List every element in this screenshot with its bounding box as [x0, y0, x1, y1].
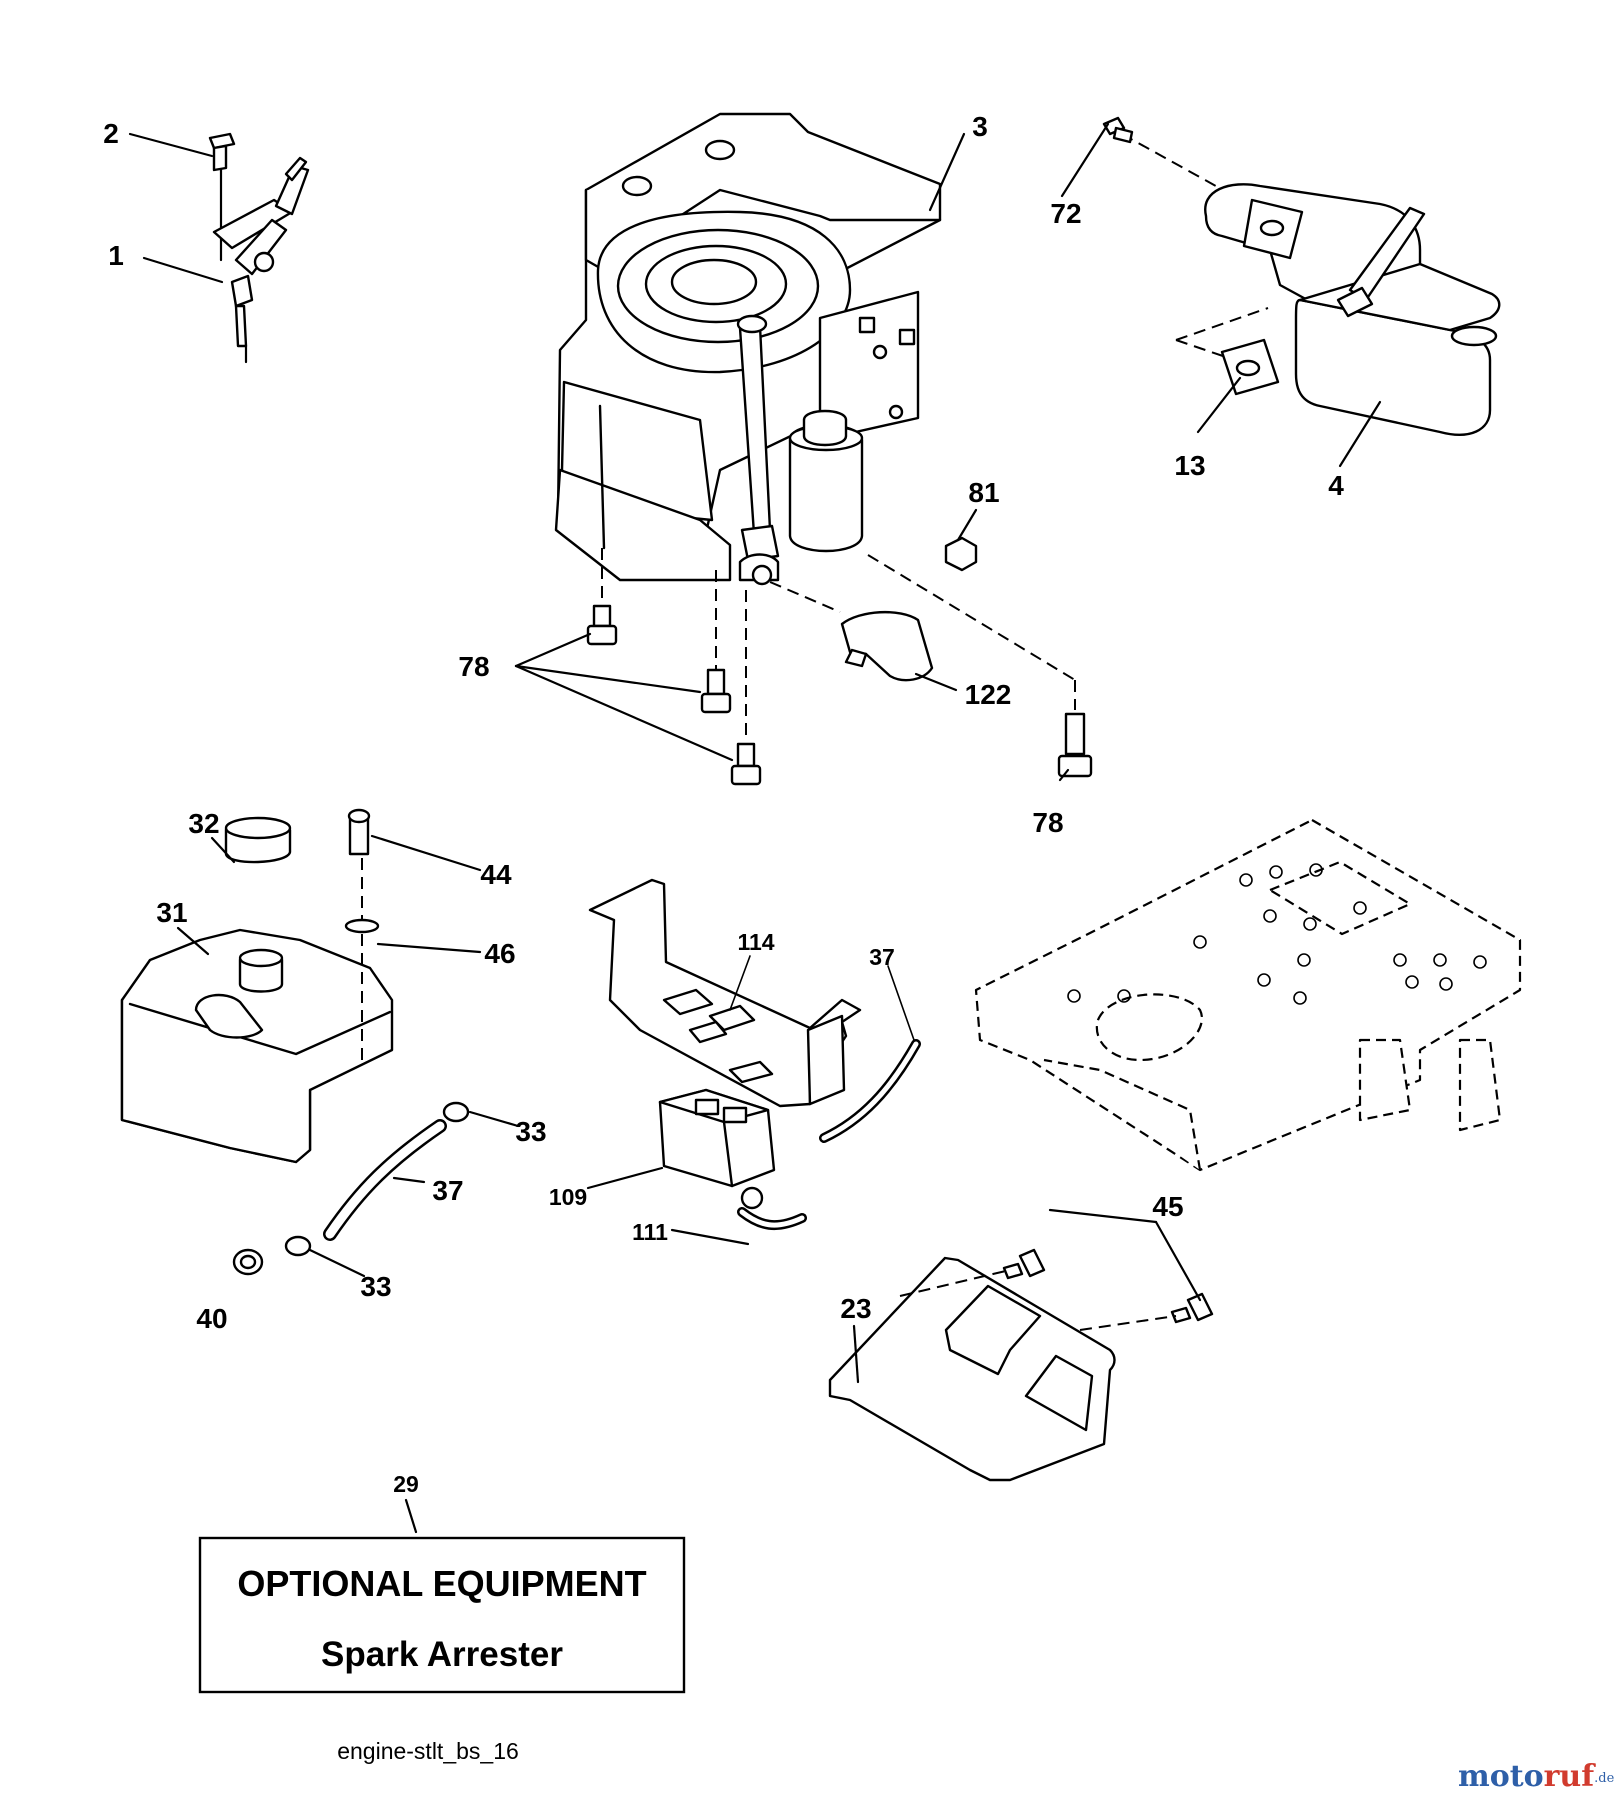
frame-part — [974, 818, 1522, 1172]
heat-shield-part — [769, 581, 934, 682]
engine-bolt-part — [586, 548, 1093, 786]
callout-32: 32 — [188, 808, 219, 839]
callout-40: 40 — [196, 1303, 227, 1334]
figure-name: engine-stlt_bs_16 — [337, 1738, 519, 1764]
callout-111: 111 — [632, 1219, 668, 1245]
callout-122: 122 — [965, 679, 1012, 710]
throttle-control-part — [208, 132, 310, 364]
callout-78-b: 78 — [1032, 807, 1063, 838]
callout-44: 44 — [480, 859, 512, 890]
callout-37-right: 37 — [869, 944, 895, 970]
callout-33-bottom: 33 — [360, 1271, 391, 1302]
leader-lines — [128, 122, 1382, 1534]
callout-81: 81 — [968, 477, 999, 508]
callout-labels: 1 2 3 72 13 4 81 78 122 78 32 44 31 46 1… — [103, 111, 1344, 1497]
callout-3: 3 — [972, 111, 988, 142]
callout-72: 72 — [1050, 198, 1081, 229]
nut-part — [944, 536, 978, 572]
callout-109: 109 — [549, 1184, 587, 1210]
muffler-part — [1102, 116, 1501, 436]
callout-13: 13 — [1174, 450, 1205, 481]
callout-29: 29 — [393, 1471, 419, 1497]
callout-45: 45 — [1152, 1191, 1183, 1222]
engine-part — [554, 112, 942, 586]
optional-equipment-box: OPTIONAL EQUIPMENT Spark Arrester — [198, 1536, 686, 1694]
callout-114: 114 — [737, 929, 774, 955]
callout-33-top: 33 — [515, 1116, 546, 1147]
solenoid-part — [658, 1088, 807, 1231]
svg-text:motoruf.de: motoruf.de — [1458, 1759, 1615, 1794]
optional-equipment-title: OPTIONAL EQUIPMENT — [237, 1563, 646, 1604]
callout-23: 23 — [840, 1293, 871, 1324]
skid-plate-part — [828, 1248, 1214, 1482]
callout-4: 4 — [1328, 470, 1344, 501]
callout-31: 31 — [156, 897, 187, 928]
spark-arrester-label: Spark Arrester — [321, 1635, 563, 1674]
callout-2: 2 — [103, 118, 119, 149]
bracket-part — [588, 878, 921, 1143]
watermark-logo: motoruf.de — [1458, 1759, 1615, 1794]
callout-1: 1 — [108, 240, 124, 271]
callout-37-left: 37 — [432, 1175, 463, 1206]
fuel-tank-part — [120, 808, 470, 1276]
callout-46: 46 — [484, 938, 515, 969]
callout-78-a: 78 — [458, 651, 489, 682]
